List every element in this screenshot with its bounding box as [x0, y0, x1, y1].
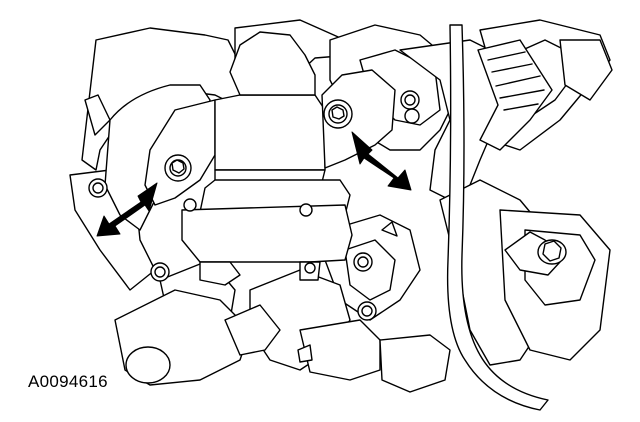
stud-bolt [297, 344, 313, 363]
stud-bolt [357, 301, 377, 321]
right-bolt-arrow [351, 131, 412, 191]
stud-bolt [299, 203, 313, 217]
outlet-neck [114, 289, 281, 386]
upper-hose [477, 39, 553, 151]
stud-bolt [304, 262, 316, 274]
stud-bolt [150, 262, 170, 282]
stud-bolt [183, 198, 197, 212]
left-bolt-arrow [96, 182, 158, 237]
right-bolt [323, 99, 353, 129]
hex-plug [504, 231, 567, 276]
stud-bolt [353, 252, 373, 272]
mounting-bolts [88, 90, 420, 363]
stud-bolt [381, 221, 398, 237]
figure-id-label: A0094616 [28, 372, 108, 391]
water-pump-body [144, 31, 396, 286]
stud-bolt [400, 90, 420, 110]
stud-bolt [404, 108, 420, 124]
left-bolt [164, 154, 192, 182]
coolant-pipe [446, 24, 549, 411]
stud-bolt [88, 178, 108, 198]
